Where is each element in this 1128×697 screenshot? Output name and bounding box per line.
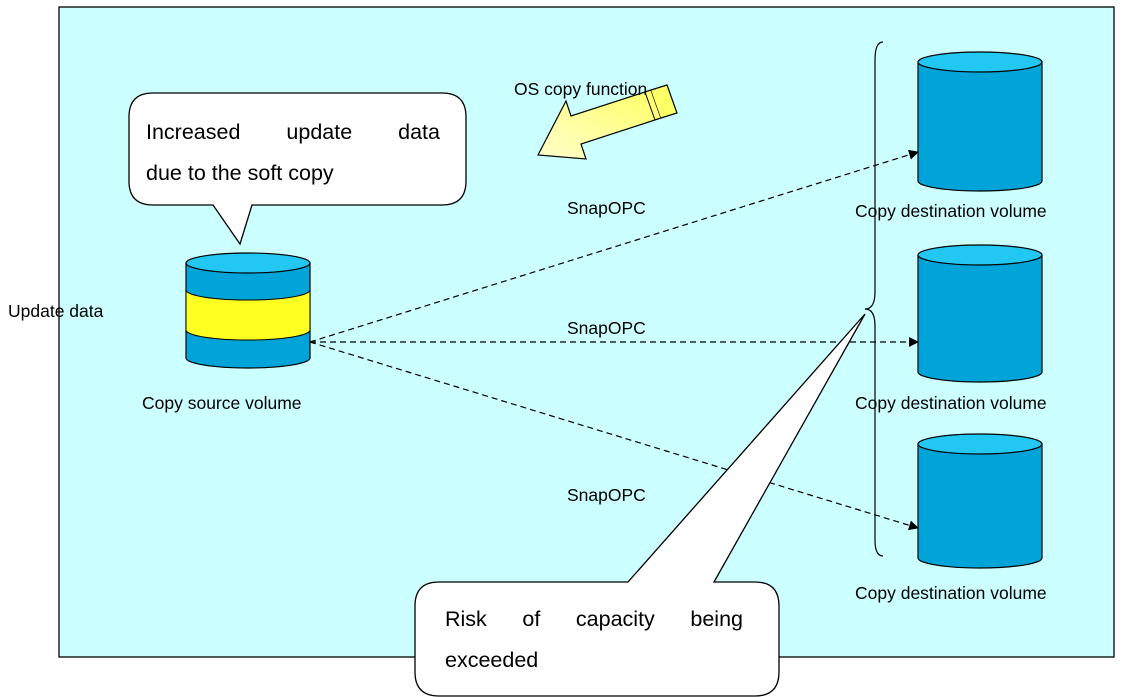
callout-update-data-text: Increased update data due to the soft co… [146, 112, 440, 194]
destination-volume-cylinder-icon [917, 244, 1043, 383]
copy-source-volume-label: Copy source volume [142, 393, 302, 413]
copy-destination-volume-label-1: Copy destination volume [855, 201, 1047, 221]
copy-line-1 [309, 149, 919, 343]
callout-capacity-text: Risk of capacity being exceeded [445, 599, 743, 681]
callout-capacity-line2: exceeded [445, 648, 539, 672]
os-copy-arrow-icon [537, 84, 678, 160]
update-data-band [185, 289, 311, 341]
callout-update-data-line2: due to the soft copy [146, 161, 334, 185]
copy-destination-volume-label-2: Copy destination volume [855, 393, 1047, 413]
callout-capacity-bubble [414, 313, 866, 697]
os-copy-function-label: OS copy function [514, 79, 648, 99]
destination-volume-cylinder-icon [917, 51, 1043, 192]
copy-destination-volume-label-3: Copy destination volume [855, 583, 1047, 603]
update-data-label: Update data [8, 301, 104, 321]
snapopc-label-3: SnapOPC [567, 485, 646, 505]
copy-line-3 [309, 341, 919, 531]
destination-group-brace [864, 41, 884, 557]
callout-capacity-line1: Risk of capacity being [445, 607, 743, 631]
snapopc-label-2: SnapOPC [567, 318, 646, 338]
callout-update-data-line1: Increased update data [146, 120, 440, 144]
callout-update-data-bubble [128, 92, 467, 246]
destination-volume-cylinder-icon [917, 433, 1043, 569]
source-volume-cylinder-icon [185, 252, 311, 369]
snapopc-label-1: SnapOPC [567, 198, 646, 218]
